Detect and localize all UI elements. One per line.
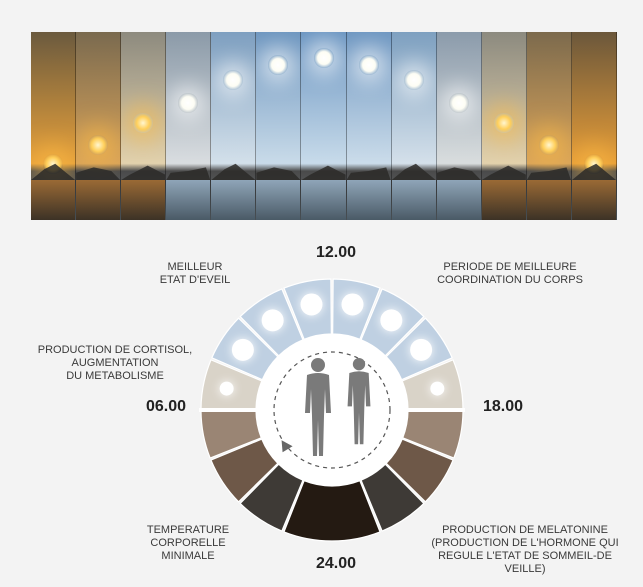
sun-icon bbox=[430, 381, 445, 396]
panorama-strip bbox=[526, 32, 572, 220]
annotation-line: ETAT D'EVEIL bbox=[159, 274, 231, 286]
annotation-line: (PRODUCTION DE L'HORMONE QUI bbox=[431, 537, 619, 549]
sun-icon bbox=[358, 55, 379, 76]
island-silhouette bbox=[256, 167, 301, 180]
sea-reflection bbox=[436, 180, 481, 220]
annotation-line: MINIMALE bbox=[161, 550, 215, 562]
panorama-strip bbox=[436, 32, 482, 220]
sea-reflection bbox=[31, 180, 76, 220]
dial-center bbox=[256, 334, 408, 486]
annotation-temperature: TEMPERATURE CORPORELLE MINIMALE bbox=[118, 524, 258, 563]
sea-reflection bbox=[571, 180, 617, 220]
sea-reflection bbox=[256, 180, 301, 220]
panorama-strip bbox=[481, 32, 527, 220]
day-panorama-image bbox=[31, 32, 617, 220]
annotation-cortisol: PRODUCTION DE CORTISOL, AUGMENTATION DU … bbox=[10, 344, 220, 383]
cycle-arrowhead-icon bbox=[281, 440, 293, 453]
sun-icon bbox=[448, 93, 469, 114]
sun-icon bbox=[88, 134, 109, 155]
panorama-strip bbox=[391, 32, 437, 220]
panorama-strip bbox=[346, 32, 392, 220]
time-label-noon: 12.00 bbox=[316, 244, 357, 261]
panorama-strip bbox=[31, 32, 77, 220]
cycle-arrow-icon bbox=[273, 351, 391, 469]
sun-icon bbox=[493, 113, 514, 133]
sun-icon bbox=[403, 69, 424, 90]
annotation-line: CORPORELLE bbox=[150, 537, 226, 549]
time-label-evening: 18.00 bbox=[483, 398, 524, 415]
sun-icon bbox=[178, 93, 199, 114]
panorama-strip bbox=[571, 32, 617, 220]
sun-icon bbox=[268, 55, 289, 76]
island-silhouette bbox=[76, 167, 121, 180]
panorama-strip bbox=[211, 32, 257, 220]
annotation-line: VEILLE) bbox=[504, 563, 546, 575]
annotation-line: PERIODE DE MEILLEURE bbox=[443, 261, 577, 273]
sun-icon bbox=[223, 69, 244, 90]
annotation-line: COORDINATION DU CORPS bbox=[437, 274, 583, 286]
human-figures-icon bbox=[305, 358, 371, 456]
annotation-line: PRODUCTION DE MELATONINE bbox=[442, 524, 608, 536]
annotation-line: PRODUCTION DE CORTISOL, bbox=[37, 344, 193, 356]
panorama-strip bbox=[76, 32, 122, 220]
sun-icon bbox=[231, 338, 254, 361]
sun-icon bbox=[219, 381, 234, 396]
sun-icon bbox=[261, 309, 284, 332]
sun-icon bbox=[538, 134, 559, 155]
sea-reflection bbox=[346, 180, 391, 220]
panorama-strip bbox=[121, 32, 167, 220]
panorama-strip bbox=[166, 32, 212, 220]
sea-reflection bbox=[526, 180, 571, 220]
sea-reflection bbox=[391, 180, 436, 220]
panorama-strip bbox=[301, 32, 347, 220]
annotation-line: TEMPERATURE bbox=[146, 524, 230, 536]
sun-icon bbox=[380, 309, 403, 332]
time-label-midnight: 24.00 bbox=[316, 555, 357, 572]
island-silhouette bbox=[436, 167, 481, 180]
annotation-line: REGULE L'ETAT DE SOMMEIL-DE bbox=[438, 550, 612, 562]
sun-icon bbox=[313, 48, 334, 69]
sun-icon bbox=[410, 338, 433, 361]
time-label-morning: 06.00 bbox=[146, 398, 187, 415]
panorama-strip bbox=[256, 32, 302, 220]
annotation-best-coordination: PERIODE DE MEILLEURE COORDINATION DU COR… bbox=[415, 261, 605, 287]
sun-icon bbox=[341, 293, 364, 316]
annotation-line: MEILLEUR bbox=[167, 261, 223, 273]
sea-reflection bbox=[211, 180, 256, 220]
annotation-melatonin: PRODUCTION DE MELATONINE (PRODUCTION DE … bbox=[412, 524, 638, 576]
annotation-line: DU METABOLISME bbox=[66, 370, 164, 382]
sea-reflection bbox=[301, 180, 346, 220]
sun-icon bbox=[300, 293, 323, 316]
sea-reflection bbox=[121, 180, 166, 220]
annotation-best-alertness: MEILLEUR ETAT D'EVEIL bbox=[130, 261, 260, 287]
sea-reflection bbox=[166, 180, 211, 220]
sun-icon bbox=[133, 113, 154, 133]
annotation-line: AUGMENTATION bbox=[71, 357, 159, 369]
sea-reflection bbox=[481, 180, 526, 220]
sea-reflection bbox=[76, 180, 121, 220]
